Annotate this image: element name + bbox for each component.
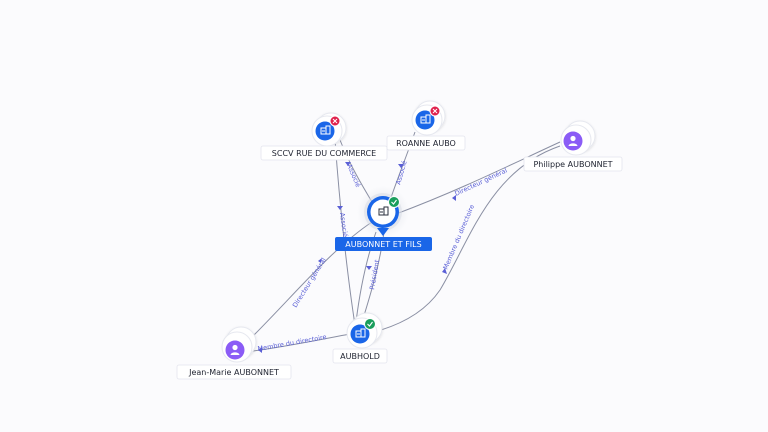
node-label-aubonnet-et-fils: AUBONNET ET FILS [345,240,421,249]
arrow-roanne-associe [398,164,404,168]
edge-arrows [258,162,456,353]
edge-label-sccv-associe: Associé [345,163,362,189]
arrow-sccv-associe [345,162,351,166]
node-sccv[interactable]: SCCV RUE DU COMMERCE [260,112,388,161]
edge-label-aubhold-president: Président [368,259,381,291]
node-aubonnet-et-fils[interactable]: AUBONNET ET FILS [335,186,432,251]
node-label-roanne: ROANNE AUBO [396,139,456,148]
close-icon [432,108,438,114]
arrow-sccv-aubhold [337,206,343,210]
node-label-jean-marie: Jean-Marie AUBONNET [188,368,279,377]
node-aubhold[interactable]: AUBHOLD [332,312,388,364]
check-badge-icon [364,318,376,330]
close-icon [332,118,338,124]
building-icon [378,206,389,216]
arrow-philippe-dg [452,195,456,201]
check-badge-icon [388,196,400,208]
node-philippe[interactable]: Philippe AUBONNET [523,120,623,172]
edge-jeanmarie-aubhold[interactable] [245,333,351,353]
edge-label-sccv-aubhold-associe: Associé [338,212,349,237]
node-label-philippe: Philippe AUBONNET [533,160,612,169]
node-jean-marie[interactable]: Jean-Marie AUBONNET [176,326,292,380]
building-icon [420,114,431,124]
node-label-aubhold: AUBHOLD [340,352,380,361]
building-icon [355,328,366,338]
edge-label-jeanmarie-membre: Membre du directoire [257,333,327,353]
arrow-jeanmarie-membre [258,347,262,353]
arrow-jeanmarie-dg [318,258,322,263]
user-icon [568,135,578,146]
arrow-president [366,266,372,270]
building-icon [320,125,331,135]
check-icon [391,199,397,205]
edge-philippe-aubhold[interactable] [373,145,561,333]
edge-jeanmarie-aubonnet[interactable] [243,221,373,346]
edge-label-jeanmarie-dg: Directeur général [291,256,328,309]
arrow-philippe-membre [442,268,447,274]
check-icon [367,321,373,327]
edge-label-philippe-membre: Membre du directoire [441,203,476,270]
edge-label-roanne-associe: Associé [394,160,408,186]
edge-label-philippe-dg: Directeur général [453,166,508,197]
node-label-sccv: SCCV RUE DU COMMERCE [272,149,376,158]
node-roanne[interactable]: ROANNE AUBO [386,100,466,151]
edge-philippe-aubonnet[interactable] [395,141,561,215]
user-icon [230,344,240,355]
